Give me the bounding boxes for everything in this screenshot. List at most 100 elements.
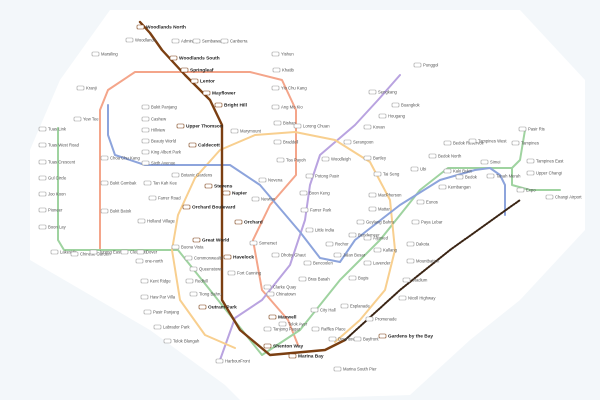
station-marker[interactable]: Lentor	[190, 79, 215, 85]
station-marker[interactable]: Shenton Way	[263, 344, 304, 350]
station-marker[interactable]: Farrer Road	[148, 196, 181, 201]
station-marker[interactable]: Sengkang	[368, 90, 398, 95]
station-marker[interactable]: Boon Lay	[38, 225, 67, 230]
station-marker[interactable]: Tuas Link	[38, 127, 67, 132]
line-cc[interactable]	[171, 131, 396, 349]
station-marker[interactable]: Lakeside	[50, 250, 77, 255]
station-marker[interactable]: Dhoby Ghaut	[271, 253, 307, 258]
station-marker[interactable]: Tai Seng	[373, 172, 400, 177]
station-marker[interactable]: Marsiling	[91, 52, 118, 57]
station-marker[interactable]: Telok Blangah	[163, 339, 200, 344]
station-marker[interactable]: Esplanade	[340, 304, 370, 309]
station-marker[interactable]: Commonwealth	[184, 256, 224, 261]
station-marker[interactable]: Orchard Boulevard	[182, 205, 236, 211]
station-marker[interactable]: Upper Thomson	[176, 124, 223, 130]
station-marker[interactable]: Tuas Crescent	[38, 160, 76, 165]
station-marker[interactable]: Pasir Ris	[518, 127, 545, 132]
station-marker[interactable]: Pasir Panjang	[143, 310, 180, 315]
station-marker[interactable]: Stadium	[402, 278, 428, 283]
station-marker[interactable]: Ubi	[410, 167, 426, 172]
station-marker[interactable]: Clarke Quay	[263, 285, 297, 290]
station-marker[interactable]: Changi Airport	[545, 195, 582, 200]
station-marker[interactable]: Raffles Place	[311, 327, 346, 332]
station-marker[interactable]: Tampines	[511, 141, 539, 146]
station-marker[interactable]: Outram Park	[198, 305, 237, 311]
station-marker[interactable]: Bishan	[273, 121, 296, 126]
station-marker[interactable]: Caldecott	[188, 143, 220, 149]
station-marker[interactable]: Bedok Reservoir	[443, 141, 485, 146]
station-marker[interactable]: Admiralty	[171, 39, 199, 44]
station-marker[interactable]: Geylang Bahru	[356, 220, 395, 225]
station-marker[interactable]: Telok Ayer	[278, 322, 308, 327]
station-marker[interactable]: Simei	[480, 160, 501, 165]
line-ne[interactable]	[219, 74, 401, 361]
station-marker[interactable]: City Hall	[310, 308, 336, 313]
station-marker[interactable]: Buangkok	[391, 103, 421, 108]
station-marker[interactable]: Downtown	[328, 337, 358, 342]
station-marker[interactable]: Lorong Chuan	[293, 124, 330, 129]
station-marker[interactable]: Boon Keng	[299, 191, 330, 196]
station-marker[interactable]: Lavender	[363, 261, 391, 266]
station-marker[interactable]: Upper Changi	[526, 171, 562, 176]
station-marker[interactable]: Marina South Pier	[333, 367, 377, 372]
station-marker[interactable]: Bayfront	[353, 337, 379, 342]
station-marker[interactable]: Tiong Bahru	[189, 292, 222, 297]
station-marker[interactable]: Orchard	[234, 220, 263, 226]
station-marker[interactable]: Queenstown	[189, 267, 223, 272]
station-marker[interactable]: Bukit Batok	[100, 209, 132, 214]
station-marker[interactable]: Tampines West	[468, 139, 507, 144]
station-marker[interactable]: Eunos	[416, 200, 438, 205]
station-marker[interactable]: Bencoolen	[303, 261, 333, 266]
station-marker[interactable]: Bright Hill	[214, 103, 247, 109]
station-marker[interactable]: Kallang	[373, 248, 398, 253]
station-marker[interactable]: Haw Par Villa	[140, 295, 176, 300]
station-marker[interactable]: Chinatown	[266, 292, 296, 297]
line-ns[interactable]	[99, 71, 299, 346]
station-marker[interactable]: Napier	[222, 191, 247, 197]
station-marker[interactable]: Kranji	[76, 86, 97, 91]
station-marker[interactable]: Farrer Park	[300, 208, 332, 213]
station-marker[interactable]: Yio Chu Kang	[271, 86, 307, 91]
station-marker[interactable]: Tampines East	[526, 159, 564, 164]
station-marker[interactable]: Bukit Gombak	[100, 181, 137, 186]
station-marker[interactable]: Dakota	[406, 242, 430, 247]
station-marker[interactable]: Fort Canning	[227, 271, 262, 276]
station-marker[interactable]: Paya Lebar	[411, 220, 443, 225]
station-marker[interactable]: Jurong East	[89, 250, 122, 255]
station-marker[interactable]: Bugis	[348, 276, 368, 281]
line-dt[interactable]	[107, 104, 506, 263]
station-marker[interactable]: Potong Pasir	[305, 174, 340, 179]
station-marker[interactable]: Gul Circle	[38, 176, 67, 181]
station-marker[interactable]: Canberra	[220, 39, 248, 44]
station-marker[interactable]: Holland Village	[137, 219, 176, 224]
station-marker[interactable]: Woodlands	[125, 38, 156, 43]
station-marker[interactable]: Tanjong Pagar	[263, 327, 301, 332]
station-marker[interactable]: Braddell	[273, 140, 298, 145]
station-marker[interactable]: Pioneer	[38, 208, 63, 213]
station-marker[interactable]: one-north	[135, 259, 164, 264]
station-marker[interactable]: Labrador Park	[153, 325, 190, 330]
station-marker[interactable]: Kent Ridge	[140, 279, 171, 284]
line-te[interactable]	[138, 20, 347, 357]
station-marker[interactable]: Mayflower	[202, 91, 236, 97]
station-marker[interactable]: Choa Chu Kang	[100, 156, 140, 161]
station-marker[interactable]: MacPherson	[368, 193, 402, 198]
station-marker[interactable]: Serangoon	[343, 140, 374, 145]
station-marker[interactable]: Sixth Avenue	[141, 161, 176, 166]
station-marker[interactable]: Mountbatten	[406, 259, 440, 264]
station-marker[interactable]: Tanah Merah	[486, 174, 521, 179]
station-marker[interactable]: Bukit Panjang	[141, 105, 178, 110]
station-marker[interactable]: Tuas West Road	[38, 143, 80, 148]
station-marker[interactable]: Ang Mo Kio	[271, 105, 303, 110]
station-marker[interactable]: Bartley	[363, 156, 387, 161]
station-marker[interactable]: Springleaf	[180, 68, 214, 74]
station-marker[interactable]: Nicoll Highway	[398, 296, 436, 301]
station-marker[interactable]: Jalan Besar	[333, 253, 366, 258]
station-marker[interactable]: Hillview	[141, 128, 166, 133]
station-marker[interactable]: Redhill	[185, 279, 208, 284]
station-marker[interactable]: Promenade	[365, 317, 397, 322]
station-marker[interactable]: Bedok	[455, 175, 478, 180]
station-marker[interactable]: Newton	[251, 197, 276, 202]
station-marker[interactable]: Toa Payoh	[276, 158, 306, 163]
station-marker[interactable]: Novena	[258, 178, 283, 183]
